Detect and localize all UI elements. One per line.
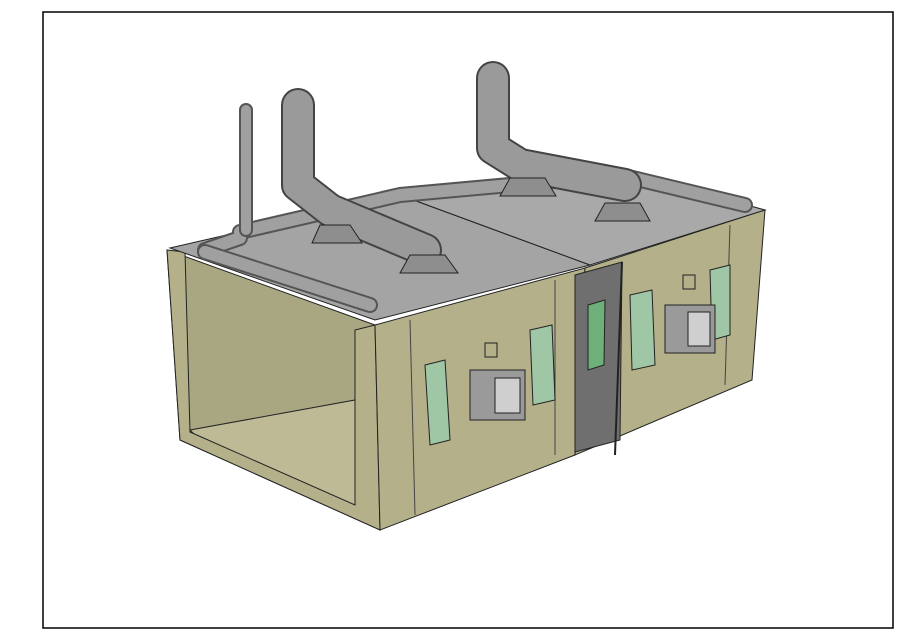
control-panel — [484, 342, 498, 358]
right-booth-window-1 — [629, 289, 656, 371]
hood-1 — [311, 224, 363, 244]
hood-2 — [399, 254, 459, 274]
duct-hoods — [311, 177, 651, 274]
open-door — [614, 261, 623, 456]
left-booth — [166, 249, 586, 531]
left-booth-window-2 — [529, 324, 556, 406]
hood-3 — [499, 177, 557, 197]
left-booth-end-frame — [166, 249, 381, 531]
control-panel-2 — [682, 274, 696, 290]
door-glass — [587, 299, 606, 371]
ducts — [197, 61, 753, 313]
left-booth-window-1 — [424, 359, 451, 446]
right-booth — [574, 209, 766, 456]
hood-4 — [594, 202, 651, 222]
